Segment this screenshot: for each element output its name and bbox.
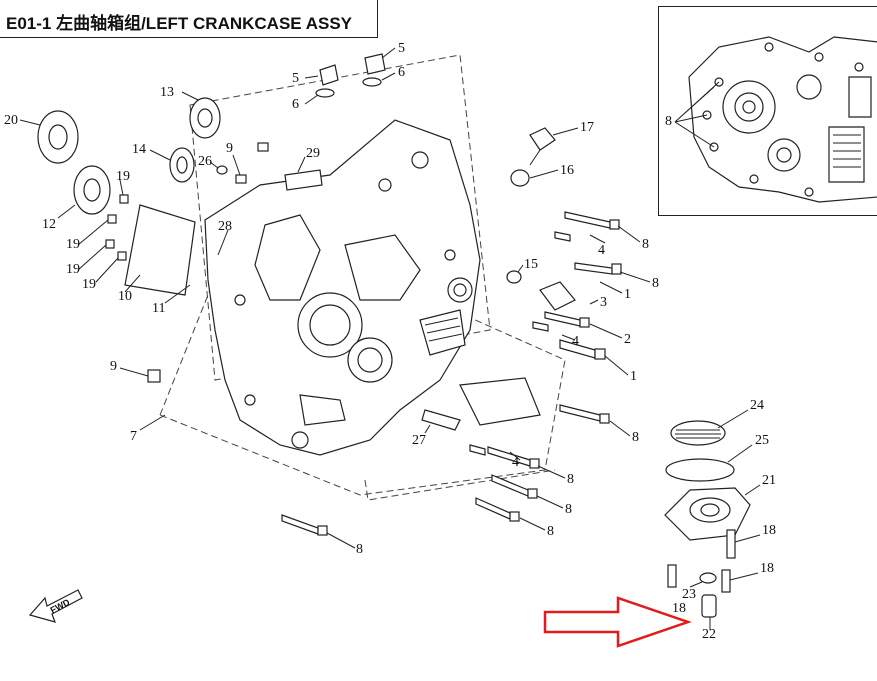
callout-label: 11 <box>152 301 165 316</box>
callout-label: 8 <box>652 276 659 291</box>
gasket-10 <box>124 204 196 296</box>
callout-label: 9 <box>110 359 117 374</box>
callout-label: 18 <box>672 601 686 616</box>
callout-label: 10 <box>118 289 132 304</box>
callout-label: 4 <box>572 334 579 349</box>
callout-label: 9 <box>226 141 233 156</box>
callout-label: 26 <box>198 154 212 169</box>
page-title: E01-1 左曲轴箱组/LEFT CRANKCASE ASSY <box>6 14 353 33</box>
callout-label: 4 <box>512 455 519 470</box>
callout-label: 13 <box>160 85 174 100</box>
fwd-arrow-icon: FWD <box>28 589 83 623</box>
plug-5-left <box>319 64 339 86</box>
callout-label: 7 <box>130 429 137 444</box>
o-ring-15 <box>506 270 522 284</box>
callout-label: 14 <box>132 142 146 157</box>
callout-label: 18 <box>760 561 774 576</box>
strainer-24 <box>670 420 726 446</box>
dowel-9-lower <box>147 369 161 383</box>
o-ring-16 <box>510 169 530 187</box>
callout-label: 2 <box>624 332 631 347</box>
dowel-9-upper <box>257 142 269 152</box>
plug-17 <box>529 127 556 151</box>
callout-label: 27 <box>412 433 426 448</box>
callout-label: 1 <box>624 287 631 302</box>
callout-label: 28 <box>218 219 232 234</box>
callout-label: 23 <box>682 587 696 602</box>
callout-label: 8 <box>565 502 572 517</box>
red-highlight-arrow-icon <box>543 596 692 648</box>
bolt-18-b <box>667 564 677 588</box>
callout-label: 22 <box>702 627 716 642</box>
callout-label: 20 <box>4 113 18 128</box>
callout-label: 5 <box>398 41 405 56</box>
bolt-18-c <box>721 569 731 593</box>
title-box: E01-1 左曲轴箱组/LEFT CRANKCASE ASSY <box>0 0 378 38</box>
callout-label: 8 <box>356 542 363 557</box>
bolts-19 <box>105 194 129 261</box>
callout-label: 19 <box>66 237 80 252</box>
callout-labels: 20 13 5 6 5 6 17 16 14 26 9 29 12 19 19 … <box>4 41 776 642</box>
callout-label: 25 <box>755 433 769 448</box>
part-3 <box>539 281 576 311</box>
part-27 <box>421 409 461 431</box>
callout-label: 5 <box>292 71 299 86</box>
drain-plug-22 <box>701 594 717 618</box>
callout-label: 3 <box>600 295 607 310</box>
callout-label: 17 <box>580 120 594 135</box>
callout-label: 19 <box>116 169 130 184</box>
leader-lines <box>19 47 761 630</box>
callout-label: 8 <box>567 472 574 487</box>
left-crankcase <box>204 119 481 456</box>
callout-label: 21 <box>762 473 776 488</box>
callout-label: 12 <box>42 217 56 232</box>
callout-label: 8 <box>632 430 639 445</box>
pipe-29 <box>284 169 323 191</box>
inset-view: 8 <box>658 6 877 216</box>
parts <box>37 53 751 618</box>
assembly-frame-upper <box>189 54 491 381</box>
callout-label: 15 <box>524 257 538 272</box>
bolt-18-a <box>726 529 736 559</box>
washer-23 <box>699 572 717 584</box>
callout-label: 1 <box>630 369 637 384</box>
callout-label: 4 <box>598 243 605 258</box>
callout-label: 16 <box>560 163 574 178</box>
inset-engine-drawing: 8 <box>665 36 877 203</box>
callout-label: 24 <box>750 398 764 413</box>
inset-callout-label: 8 <box>665 114 672 129</box>
callout-label: 18 <box>762 523 776 538</box>
o-ring-25 <box>665 458 735 482</box>
callout-label: 6 <box>292 97 299 112</box>
callout-label: 8 <box>547 524 554 539</box>
bearing-shell <box>459 377 541 426</box>
plug-5-right <box>364 53 386 75</box>
callout-label: 29 <box>306 146 320 161</box>
callout-label: 19 <box>66 262 80 277</box>
callout-label: 8 <box>642 237 649 252</box>
callout-label: 6 <box>398 65 405 80</box>
callout-label: 19 <box>82 277 96 292</box>
